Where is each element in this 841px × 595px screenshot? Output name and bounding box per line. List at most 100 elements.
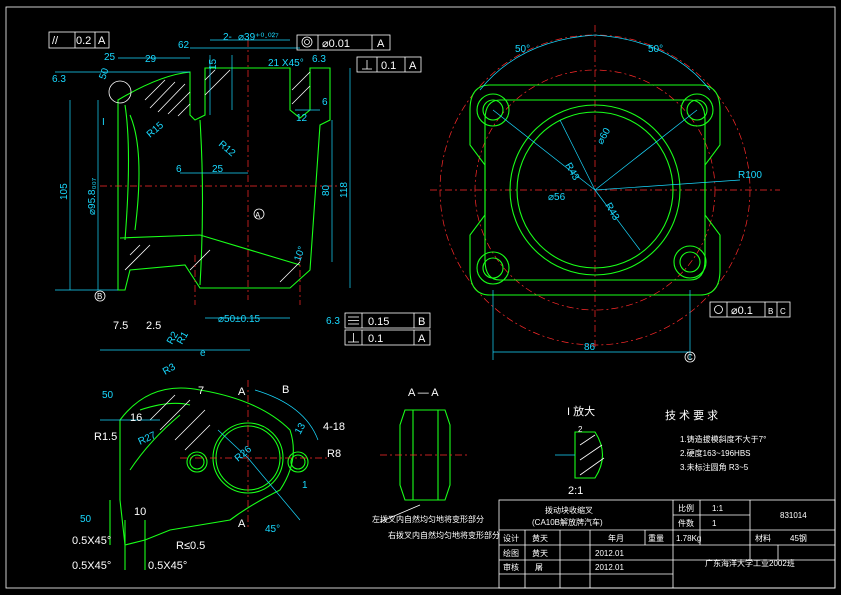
dim-r1: R1 — [175, 330, 191, 347]
fcf-perp-frame — [356, 56, 422, 73]
dim-r1-5: R1.5 — [94, 431, 117, 443]
tb-weight-val: 1.78Kg — [676, 534, 701, 543]
dim-2-5: 2.5 — [146, 320, 161, 332]
fcf-concentric-frame — [296, 34, 391, 51]
dim-16: 16 — [130, 412, 142, 424]
dim-r12: R12 — [216, 139, 237, 160]
dim-r27: R27 — [137, 430, 159, 448]
dim-25a: 25 — [104, 52, 116, 63]
tb-part-sub: (CA10B解放牌汽车) — [532, 517, 603, 527]
dim-13: 13 — [293, 421, 308, 437]
tb-weight-label: 重量 — [648, 533, 664, 543]
tb-scale-label: 比例 — [678, 503, 694, 513]
dim-r43b: R43 — [602, 201, 621, 223]
datum-b: B — [97, 292, 102, 301]
dim-39: ⌀39⁺⁰·⁰²⁷ — [238, 32, 279, 43]
tech-item-3: 3.未标注圆角 R3~5 — [680, 462, 749, 472]
dim-50-015: ⌀50±0.15 — [218, 314, 261, 325]
section-view: A — A 左拨叉内自然均匀地将变形部分 右拨叉内自然均匀地将变形部分 — [372, 387, 500, 540]
dim-118: 118 — [339, 182, 350, 198]
dim-e: e — [200, 348, 206, 359]
dim-1: 1 — [302, 480, 308, 491]
dim-r3: R3 — [161, 361, 178, 377]
left-boss-circle — [108, 80, 132, 104]
bore-60 — [509, 104, 681, 276]
tb-count-val: 1 — [712, 519, 717, 528]
dim-105: 105 — [59, 183, 70, 200]
section-outline — [399, 409, 451, 501]
dim-50: 50 — [102, 390, 114, 401]
dim-chamfer-1: 0.5X45° — [72, 535, 111, 547]
dim-r8: R8 — [327, 448, 341, 460]
dim-6-3b: 6.3 — [52, 74, 66, 85]
tb-designer-name: 黄天 — [532, 533, 548, 543]
pos-tol: ⌀0.1 — [731, 305, 753, 317]
fcf-0-1b: 0.1 — [368, 333, 383, 345]
fcf-frame — [48, 31, 110, 49]
dim-56: ⌀56 — [548, 192, 566, 203]
right-view: 50° 50° R43 ⌀60 ⌀56 R43 R100 86 C ⌀0.1 B… — [430, 25, 791, 363]
tech-title: 技 术 要 求 — [665, 409, 718, 422]
datum-a3: A — [255, 211, 261, 220]
fork-hole-left — [189, 454, 205, 470]
tb-school: 广东海洋大学工业2002班 — [705, 558, 795, 568]
dim-50b: 50 — [80, 514, 92, 525]
tech-item-1: 1.铸造拔模斜度不大于7° — [680, 434, 766, 444]
dim-r43a: R43 — [562, 161, 581, 183]
fork-outline — [119, 387, 294, 546]
dim-2: 2- — [223, 32, 232, 43]
dim-45deg: 45° — [265, 524, 280, 535]
tb-material-val: 45钢 — [790, 533, 807, 543]
hole-tr — [686, 99, 708, 121]
tb-count-label: 件数 — [678, 518, 694, 528]
dim-4-18: 4-18 — [323, 421, 345, 433]
label-b: B — [282, 384, 289, 396]
datum-a2: A — [409, 60, 417, 72]
tb-drawing-no: 831014 — [780, 511, 807, 520]
dim-chamfer-2: 0.5X45° — [72, 560, 111, 572]
pos-datum-b: B — [768, 307, 773, 316]
fcf-symbol: // — [52, 35, 59, 47]
detail-dim-2: 2 — [578, 425, 583, 434]
fcf-tolerance: 0.2 — [76, 35, 91, 47]
datum-c: C — [687, 353, 693, 362]
dim-6b: 6 — [176, 164, 182, 175]
detail-outline — [574, 431, 604, 479]
tb-draw-name: 黄天 — [532, 548, 548, 558]
dim-0-01: ⌀0.01 — [322, 38, 350, 50]
tb-part-name: 拨动块收缩叉 — [545, 505, 593, 515]
dim-6-3a: 6.3 — [312, 54, 326, 65]
detail-title: I 放大 — [567, 404, 595, 418]
label-a2: A — [238, 518, 246, 530]
dim-r-le: R≤0.5 — [176, 540, 205, 552]
dim-r100: R100 — [738, 170, 762, 181]
tb-scale-val: 1:1 — [712, 504, 724, 513]
dim-15: 15 — [208, 58, 219, 70]
pos-datum-c: C — [780, 307, 786, 316]
tb-review-name: 屠 — [535, 563, 543, 572]
dim-62: 62 — [178, 40, 190, 51]
dim-60: ⌀60 — [595, 126, 613, 147]
dim-86: 86 — [584, 342, 596, 353]
fcf-datum: A — [98, 35, 106, 47]
fcf-sym-frame — [344, 312, 431, 329]
hole-tl — [482, 99, 504, 121]
label-i: I — [102, 117, 105, 128]
drawing-border — [5, 6, 836, 589]
dim-7-5: 7.5 — [113, 320, 128, 332]
dim-29: 29 — [145, 54, 157, 65]
dim-50-left: 50° — [515, 44, 530, 55]
dim-6: 6 — [322, 97, 328, 108]
dim-6-3c: 6.3 — [326, 316, 340, 327]
fork-hole-right — [290, 454, 306, 470]
dim-chamfer-3: 0.5X45° — [148, 560, 187, 572]
tb-review-label: 审核 — [503, 562, 519, 572]
dim-50-right: 50° — [648, 44, 663, 55]
tb-material-label: 材料 — [755, 533, 771, 543]
tb-date-label: 年月 — [608, 533, 624, 543]
detail-scale: 2:1 — [568, 485, 583, 497]
tb-draw-label: 绘图 — [503, 548, 519, 558]
dim-12: 12 — [296, 113, 308, 124]
fcf-position-frame — [709, 301, 791, 318]
